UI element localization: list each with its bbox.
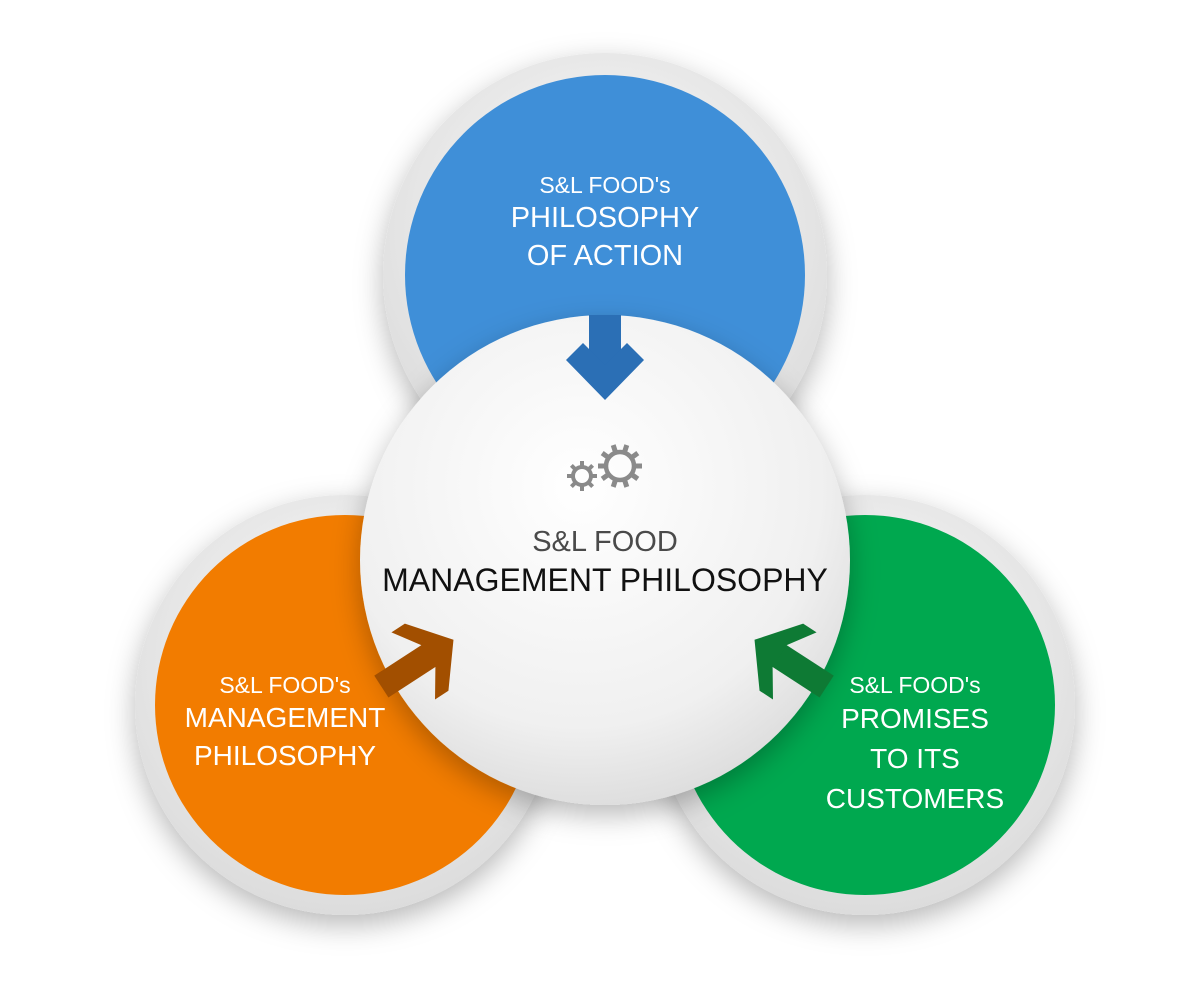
gear-tooth <box>569 480 578 489</box>
center-circle <box>360 315 850 805</box>
promises-circle-label: S&L FOOD's PROMISES TO ITS CUSTOMERS <box>790 672 1040 819</box>
gear-tooth <box>569 463 578 472</box>
center-title: MANAGEMENT PHILOSOPHY <box>382 562 828 598</box>
promises-line2: TO ITS <box>870 743 960 775</box>
arrow-up-right-icon <box>374 623 454 700</box>
gears-icon <box>567 444 642 491</box>
gear-tooth <box>600 472 611 481</box>
gear-tooth <box>621 478 630 488</box>
gear-tooth <box>586 463 595 472</box>
arrow-down-icon <box>566 315 644 400</box>
arrow-up-left-icon <box>754 623 834 700</box>
gear-tooth <box>629 451 640 460</box>
gear-tooth <box>621 444 630 454</box>
gear-tooth <box>586 480 595 489</box>
gear-tooth <box>600 451 611 460</box>
management-circle-label: S&L FOOD's MANAGEMENT PHILOSOPHY <box>160 672 410 775</box>
management-line2: PHILOSOPHY <box>193 740 377 772</box>
management-prefix: S&L FOOD's <box>219 672 351 698</box>
promises-line3: CUSTOMERS <box>825 783 1005 815</box>
center-subtitle: S&L FOOD <box>532 526 678 558</box>
action-prefix: S&L FOOD's <box>539 172 671 198</box>
gear-tooth <box>610 478 619 488</box>
promises-line1: PROMISES <box>841 703 989 735</box>
promises-prefix: S&L FOOD's <box>849 672 981 698</box>
gear-tooth <box>629 472 640 481</box>
management-line1: MANAGEMENT <box>184 702 386 734</box>
action-line2: OF ACTION <box>526 240 684 273</box>
action-circle-label: S&L FOOD's PHILOSOPHY OF ACTION <box>470 172 740 275</box>
action-line1: PHILOSOPHY <box>510 202 700 235</box>
center-label: S&L FOOD MANAGEMENT PHILOSOPHY <box>370 524 840 600</box>
gear-tooth <box>610 444 619 454</box>
